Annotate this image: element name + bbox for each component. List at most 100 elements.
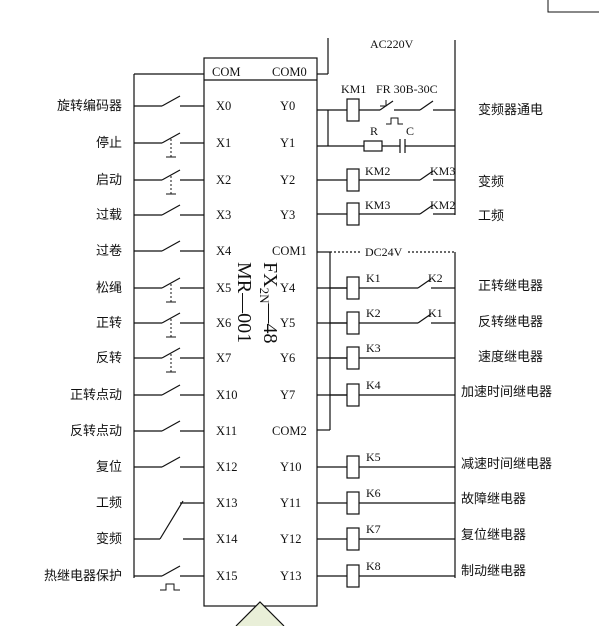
km3-coil [346,202,360,226]
output-label: 复位继电器 [461,528,526,543]
input-label: 过载 [96,208,122,223]
relay-row: K6 [317,486,455,515]
pin-y11: Y11 [280,496,301,510]
relay-coil-k3 [346,346,360,370]
pin-com: COM [212,65,240,79]
output-label: 反转继电器 [478,315,543,330]
input-label: 复位 [96,460,122,475]
input-row: 热继电器保护 [44,565,204,591]
switch-contact [161,204,181,216]
pin-x15: X15 [216,569,238,583]
page-corner-mark [547,0,599,13]
pin-x13: X13 [216,496,238,510]
pin-y5: Y5 [280,316,295,330]
input-row: 停止 [96,132,204,158]
pin-x3: X3 [216,208,231,222]
input-label: 松绳 [96,281,122,296]
fr-contact-b [419,100,434,111]
input-label: 正转 [96,316,122,331]
pin-y6: Y6 [280,351,295,365]
output-label: 减速时间继电器 [461,457,552,472]
input-label: 停止 [96,135,122,151]
input-row: 旋转编码器 [57,95,204,114]
switch-contact [161,240,181,252]
fr-label: FR 30B-30C [376,82,438,96]
pin-y13: Y13 [280,569,302,583]
input-row: 松绳 [96,277,204,303]
ac-supply-label: AC220V [370,37,414,51]
pin-x5: X5 [216,281,231,295]
input-label: 旋转编码器 [57,99,122,114]
plc-model-line2: MR—001 [233,262,255,343]
relay-coil-label: K4 [366,378,381,392]
switch-contact [161,277,181,289]
switch-contact [161,420,181,432]
dc-supply-label: DC24V [365,245,403,259]
input-label: 反转点动 [70,424,122,439]
input-label: 热继电器保护 [44,569,122,584]
pin-x1: X1 [216,136,231,150]
km1-label: KM1 [341,82,366,96]
km2-interlock-label: KM2 [430,198,455,212]
pin-y3: Y3 [280,208,295,222]
relay-coil-k7 [346,527,360,551]
relay-row: K7 [317,522,455,551]
relay-row: K8 [317,559,455,588]
switch-contact [161,169,181,181]
km3-interlock-contact [419,170,434,181]
output-label: 工频 [478,209,504,224]
output-label: 故障继电器 [461,492,526,507]
relay-coil-k5 [346,455,360,479]
switch-contact [161,347,181,359]
input-label: 变频 [96,531,122,547]
relay-coil-label: K7 [366,522,381,536]
pin-com1: COM1 [272,244,307,258]
relay-coil-label: K5 [366,450,381,464]
relay-coil-k1 [346,276,360,300]
relay-coil-label: K3 [366,341,381,355]
plc-model-label: FX2N—48 [257,262,281,343]
input-label: 反转 [96,351,122,366]
relay-coil-label: K8 [366,559,381,573]
fr-thermal-symbol [386,117,403,125]
input-label: 过卷 [96,243,122,259]
relay-row: K4 [317,378,455,407]
input-row: 工频 [96,496,204,511]
output-label: 正转继电器 [478,279,543,294]
pin-y4: Y4 [280,281,296,295]
relay-coil-k8 [346,564,360,588]
pin-x6: X6 [216,316,231,330]
input-row: 正转 [96,312,204,338]
relay-coil-k4 [346,383,360,407]
capacitor-label: C [406,124,414,138]
pin-y0: Y0 [280,99,295,113]
pin-y2: Y2 [280,173,295,187]
pin-x4: X4 [216,244,232,258]
pin-x14: X14 [216,532,238,546]
pin-x7: X7 [216,351,231,365]
input-label: 启动 [96,173,122,188]
interlock-label: K1 [428,306,443,320]
relay-coil-label: K1 [366,271,381,285]
pin-x12: X12 [216,460,238,474]
resistor-label: R [370,124,378,138]
relay-coil-k2 [346,311,360,335]
input-row: 反转 [96,347,204,373]
output-label: 变频器通电 [478,102,543,118]
pin-y12: Y12 [280,532,302,546]
input-row: 复位 [96,456,204,475]
fr-contact-mark [380,100,387,107]
switch-contact [161,565,181,577]
input-label: 工频 [96,496,122,511]
pin-x2: X2 [216,173,231,187]
switch-contact [161,132,181,144]
km3-interlock-label: KM3 [430,164,455,178]
pin-y7: Y7 [280,388,295,402]
output-label: 速度继电器 [478,349,543,365]
thermal-symbol [160,583,180,591]
input-row: 过载 [96,204,204,223]
